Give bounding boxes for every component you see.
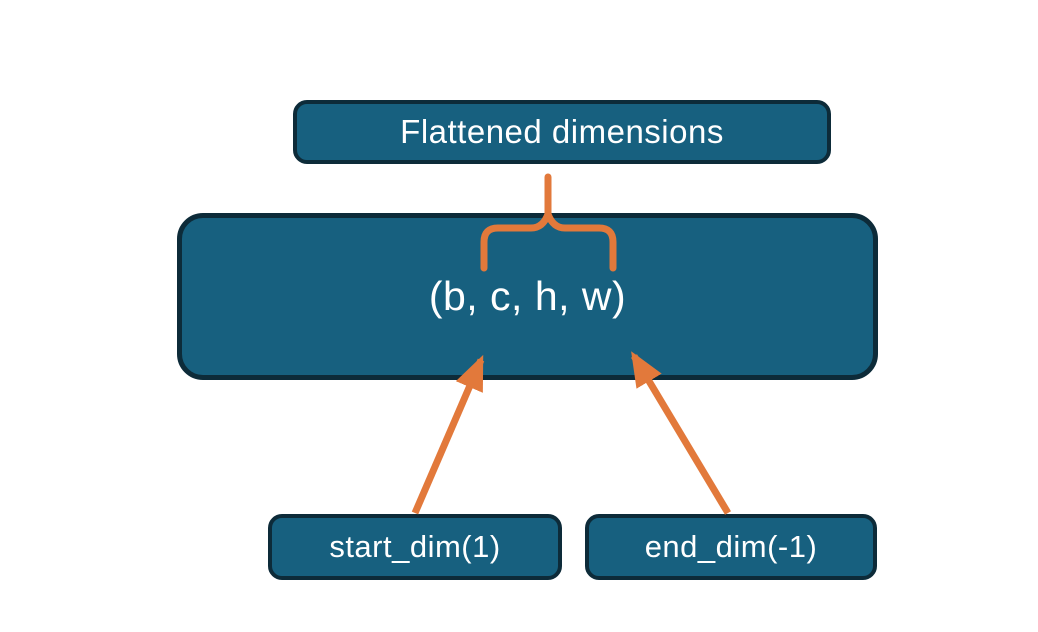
- tensor-shape-box: (b, c, h, w): [177, 213, 878, 380]
- start-dim-box: start_dim(1): [268, 514, 562, 580]
- end-dim-label: end_dim(-1): [644, 529, 818, 564]
- tensor-shape-label: (b, c, h, w): [428, 273, 627, 319]
- flattened-dimensions-box: Flattened dimensions: [293, 100, 831, 164]
- start-dim-label: start_dim(1): [329, 529, 501, 564]
- start-dim-arrow: [411, 354, 485, 515]
- end-dim-box: end_dim(-1): [585, 514, 877, 580]
- flattened-dimensions-label: Flattened dimensions: [400, 113, 724, 150]
